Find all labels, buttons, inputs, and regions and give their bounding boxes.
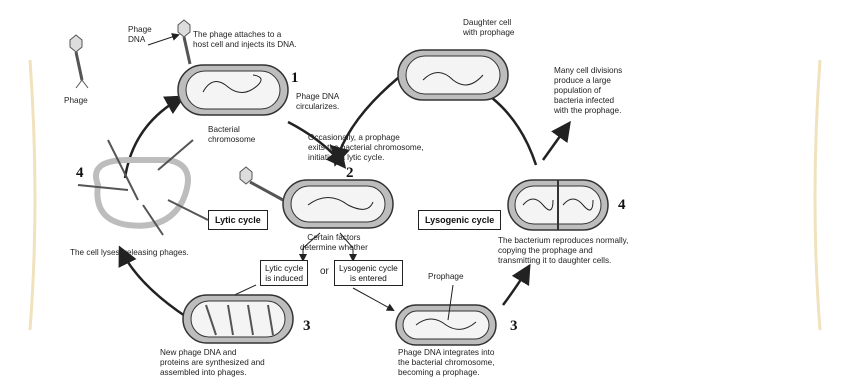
label-new-phage: New phage DNA and proteins are synthesiz…	[160, 348, 265, 378]
cell-center	[283, 180, 393, 228]
phage-free	[70, 35, 88, 88]
cell-lysed	[78, 140, 208, 235]
cell-daughter	[398, 50, 508, 100]
arrow-lysis-to-attach	[125, 98, 181, 178]
cell-dividing	[508, 180, 608, 230]
label-attach: The phage attaches to a host cell and in…	[193, 30, 297, 50]
phage-center	[240, 167, 283, 200]
diagram-panel: Phage DNA Phage The phage attaches to a …	[58, 0, 724, 392]
step-number-4-left: 4	[76, 165, 84, 182]
label-circularizes: Phage DNA circularizes.	[296, 92, 339, 112]
arrow-synthesis-to-lysis	[121, 250, 188, 318]
box-lytic-induced: Lytic cycle is induced	[260, 260, 308, 286]
arrow-lysogenic-entered	[353, 288, 393, 310]
arrow-many-divisions	[543, 125, 568, 160]
label-certain-factors: Certain factors determine whether	[300, 233, 368, 253]
label-cell-lyses: The cell lyses, releasing phages.	[70, 248, 189, 258]
step-number-3-left: 3	[303, 318, 311, 335]
label-occasionally: Occasionally, a prophage exits the bacte…	[308, 133, 424, 163]
label-many-divisions: Many cell divisions produce a large popu…	[554, 66, 622, 116]
label-daughter-cell: Daughter cell with prophage	[463, 18, 514, 38]
label-integrates: Phage DNA integrates into the bacterial …	[398, 348, 495, 378]
cell-attach	[178, 65, 288, 115]
phage-attached	[178, 20, 190, 64]
cell-synthesis	[183, 295, 293, 343]
cell-integration	[396, 285, 496, 345]
step-number-1: 1	[291, 70, 299, 87]
box-lysogenic-cycle: Lysogenic cycle	[418, 210, 501, 230]
step-number-3-right: 3	[510, 318, 518, 335]
step-number-2: 2	[346, 165, 354, 182]
label-phage: Phage	[64, 96, 88, 106]
label-or: or	[320, 267, 329, 277]
arrow-integrate-to-reproduce	[503, 268, 528, 305]
watermark-arc-left	[30, 60, 35, 330]
label-bacterial-chromosome: Bacterial chromosome	[208, 125, 255, 145]
phage-cycle-diagram	[58, 0, 724, 392]
watermark-arc-right	[815, 60, 820, 330]
box-lytic-cycle: Lytic cycle	[208, 210, 268, 230]
label-phage-dna: Phage DNA	[128, 25, 152, 45]
box-lysogenic-entered: Lysogenic cycle is entered	[334, 260, 403, 286]
step-number-4-right: 4	[618, 197, 626, 214]
label-prophage: Prophage	[428, 272, 464, 282]
arrow-phage-approach	[148, 35, 178, 45]
label-reproduces: The bacterium reproduces normally, copyi…	[498, 236, 628, 266]
